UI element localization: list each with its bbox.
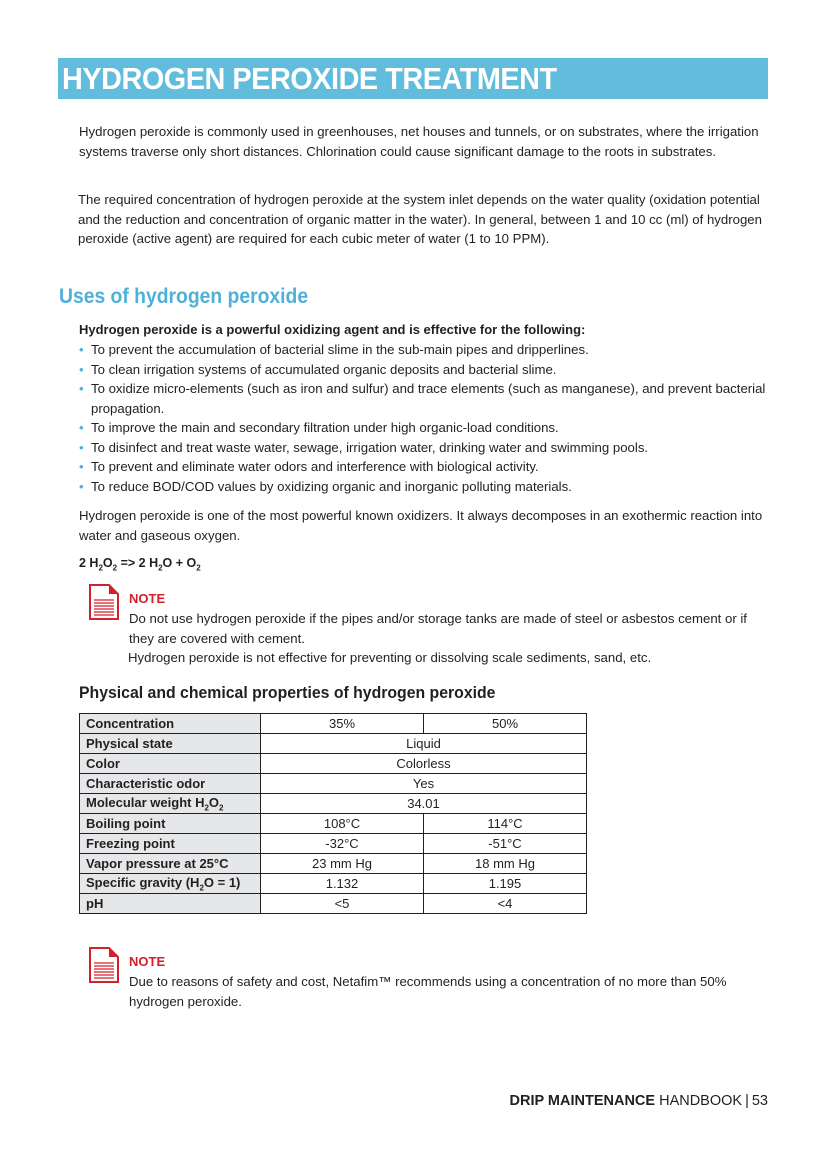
list-item: To clean irrigation systems of accumulat… (79, 360, 769, 380)
page-number: 53 (751, 1093, 768, 1109)
intro-paragraph-1: Hydrogen peroxide is commonly used in gr… (79, 124, 759, 159)
text: O (102, 556, 113, 570)
text: 2 (98, 563, 103, 573)
list-item: To reduce BOD/COD values by oxidizing or… (79, 477, 769, 497)
uses-heading: Uses of hydrogen peroxide (59, 285, 309, 308)
uses-lead: Hydrogen peroxide is a powerful oxidizin… (79, 322, 586, 337)
text: O + O (162, 556, 197, 570)
table-cell: 18 mm Hg (423, 853, 587, 874)
table-cell: 108°C (260, 813, 424, 834)
text: 2 (219, 803, 224, 813)
table-cell: Yes (260, 773, 587, 794)
text: O = 1) (203, 874, 241, 890)
table-cell: Boiling point (79, 813, 261, 834)
page-title: HYDROGEN PEROXIDE TREATMENT (62, 61, 557, 96)
reaction-formula: 2 H2O2 => 2 H2O + O2 (79, 556, 201, 573)
list-item: To improve the main and secondary filtra… (79, 418, 769, 438)
list-item: To disinfect and treat waste water, sewa… (79, 438, 769, 458)
table-cell: <5 (260, 893, 424, 914)
table-cell: Colorless (260, 753, 587, 774)
note-text: Hydrogen peroxide is not effective for p… (128, 650, 652, 665)
note-title: NOTE (129, 954, 166, 969)
text: 2 (204, 803, 209, 813)
text: O (208, 794, 220, 810)
table-cell: Physical state (79, 733, 261, 754)
text: => 2 H (117, 556, 159, 570)
note-document-icon (89, 947, 119, 983)
text: 2 (112, 563, 118, 573)
note-document-icon (89, 584, 119, 620)
table-cell: Characteristic odor (79, 773, 261, 794)
page-footer: DRIP MAINTENANCE HANDBOOK|53 (510, 1093, 768, 1109)
table-cell: 35% (260, 713, 424, 734)
note-title: NOTE (129, 591, 166, 606)
table-cell: -32°C (260, 833, 424, 854)
text: 2 (199, 883, 204, 893)
text: 2 (158, 563, 163, 573)
uses-list: To prevent the accumulation of bacterial… (79, 340, 769, 496)
table-cell: 1.195 (423, 873, 587, 894)
table-cell: <4 (423, 893, 587, 914)
table-row: Freezing point-32°C-51°C (79, 833, 587, 854)
table-cell: 1.132 (260, 873, 424, 894)
list-item: To prevent the accumulation of bacterial… (79, 340, 769, 360)
text: | (745, 1093, 749, 1109)
table-row: pH<5<4 (79, 893, 587, 914)
table-cell: -51°C (423, 833, 587, 854)
text: Specific gravity (H (86, 874, 200, 890)
text: HANDBOOK (655, 1093, 743, 1109)
decomposition-paragraph: Hydrogen peroxide is one of the most pow… (79, 508, 763, 543)
table-cell: 23 mm Hg (260, 853, 424, 874)
list-item: To prevent and eliminate water odors and… (79, 457, 769, 477)
text: Molecular weight H (86, 794, 205, 810)
table-cell: Concentration (79, 713, 261, 734)
title-banner: HYDROGEN PEROXIDE TREATMENT (58, 58, 768, 99)
table-cell: Freezing point (79, 833, 261, 854)
table-cell: pH (79, 893, 261, 914)
table-cell: Liquid (260, 733, 587, 754)
note-text: Do not use hydrogen peroxide if the pipe… (129, 611, 747, 646)
text: 2 (196, 563, 201, 573)
table-cell: Vapor pressure at 25°C (79, 853, 261, 874)
table-heading: Physical and chemical properties of hydr… (79, 683, 496, 702)
table-cell: 114°C (423, 813, 587, 834)
text: 2 H (79, 556, 99, 570)
note-text: Due to reasons of safety and cost, Netaf… (129, 974, 727, 1009)
table-cell: 34.01 (260, 793, 587, 814)
list-item: To oxidize micro-elements (such as iron … (79, 379, 769, 418)
table-cell: Color (79, 753, 261, 774)
intro-paragraph-2: The required concentration of hydrogen p… (78, 192, 762, 246)
table-cell: 50% (423, 713, 587, 734)
text: DRIP MAINTENANCE (509, 1093, 656, 1109)
